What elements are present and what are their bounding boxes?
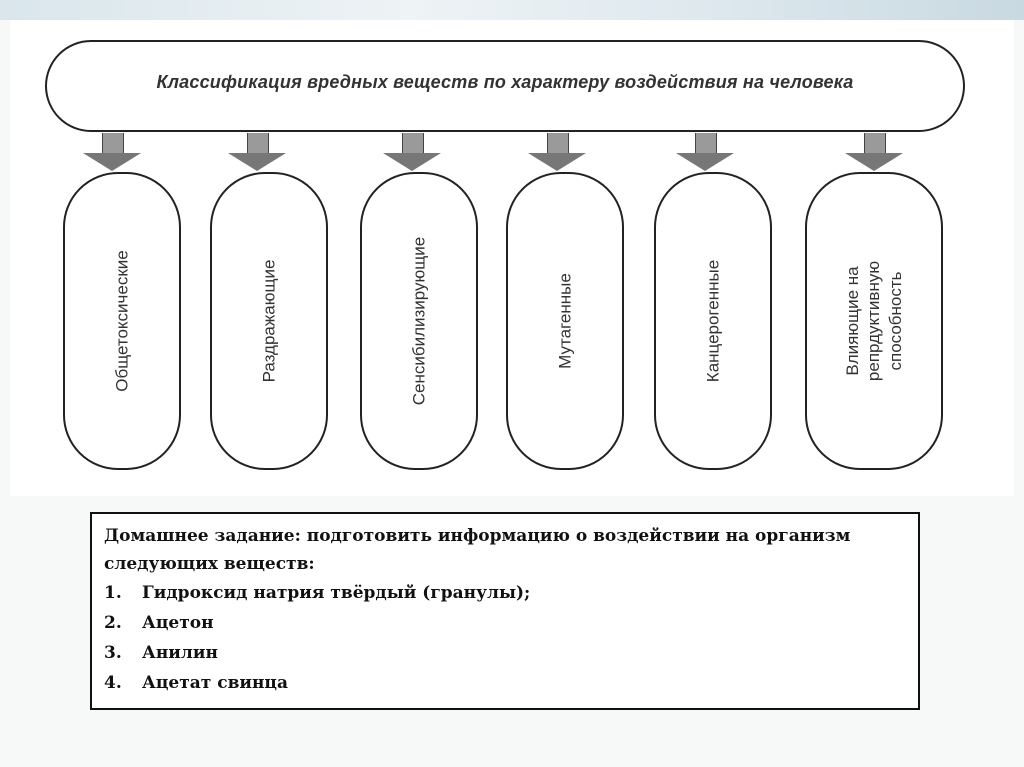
homework-list: 1. Гидроксид натрия твёрдый (гранулы); 2.… — [104, 578, 906, 698]
category-general-toxic: Общетоксические — [63, 172, 181, 470]
arrow-down-icon — [228, 133, 286, 171]
category-sensitizing: Сенсибилизирующие — [360, 172, 478, 470]
category-label: Сенсибилизирующие — [409, 236, 429, 406]
list-item: 1. Гидроксид натрия твёрдый (гранулы); — [104, 578, 906, 608]
arrow-down-icon — [383, 133, 441, 171]
category-label: Общетоксические — [112, 250, 132, 392]
category-irritant: Раздражающие — [210, 172, 328, 470]
item-text: Гидроксид натрия твёрдый (гранулы); — [142, 583, 531, 603]
category-reproductive: Влияющие на репрдуктивную способность — [805, 172, 943, 470]
item-text: Ацетон — [142, 613, 214, 633]
item-number: 1. — [104, 583, 122, 603]
arrow-down-icon — [845, 133, 903, 171]
arrow-down-icon — [676, 133, 734, 171]
homework-box: Домашнее задание: подготовить информацию… — [90, 512, 920, 710]
slide-top-band — [0, 0, 1024, 20]
category-label: Влияющие на репрдуктивную способность — [843, 260, 905, 382]
item-text: Анилин — [142, 643, 218, 663]
list-item: 3. Анилин — [104, 638, 906, 668]
item-number: 2. — [104, 613, 122, 633]
list-item: 4. Ацетат свинца — [104, 668, 906, 698]
homework-intro: Домашнее задание: подготовить информацию… — [104, 526, 851, 574]
diagram-title: Классификация вредных веществ по характе… — [156, 72, 854, 92]
item-number: 4. — [104, 673, 122, 693]
arrow-down-icon — [528, 133, 586, 171]
category-mutagenic: Мутагенные — [506, 172, 624, 470]
item-text: Ацетат свинца — [142, 673, 289, 693]
diagram-title-box: Классификация вредных веществ по характе… — [45, 40, 965, 132]
category-label: Раздражающие — [259, 259, 279, 383]
item-number: 3. — [104, 643, 122, 663]
category-carcinogenic: Канцерогенные — [654, 172, 772, 470]
arrow-down-icon — [83, 133, 141, 171]
list-item: 2. Ацетон — [104, 608, 906, 638]
category-label: Канцерогенные — [703, 259, 723, 383]
category-label: Мутагенные — [555, 273, 575, 369]
